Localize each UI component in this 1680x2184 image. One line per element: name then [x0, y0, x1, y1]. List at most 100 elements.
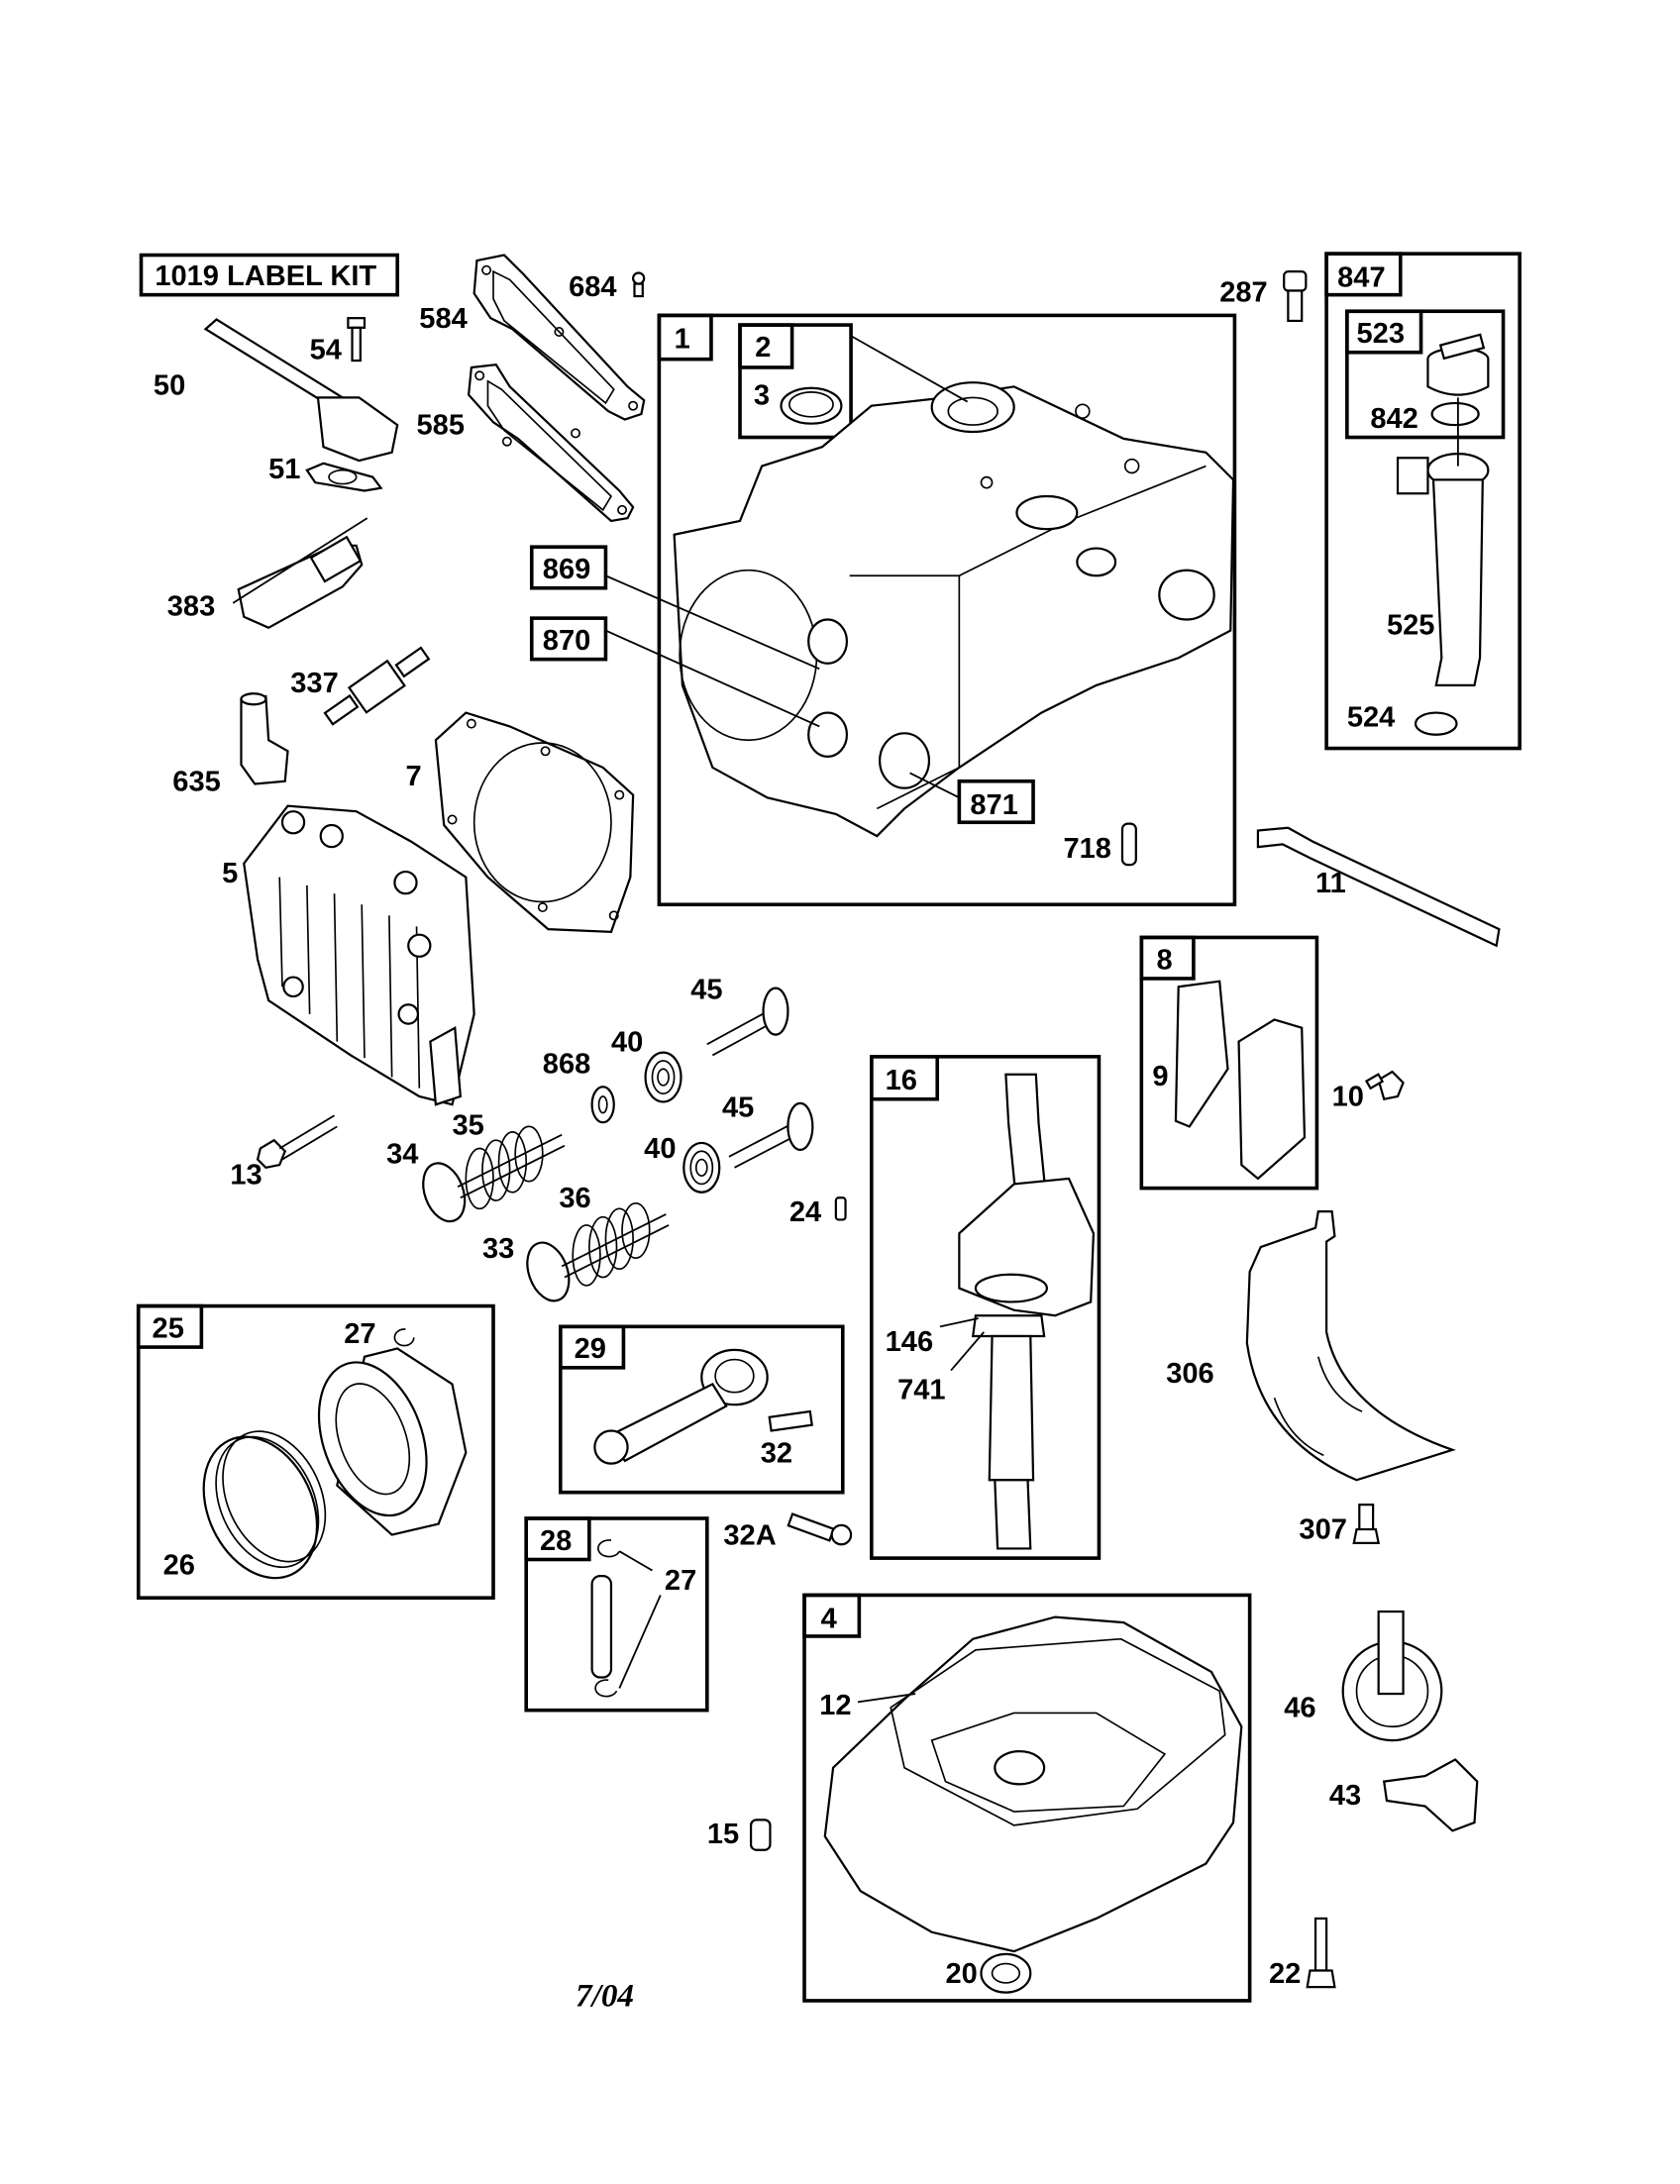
kit-box-16: 16	[870, 1055, 1102, 1560]
part-383	[232, 517, 368, 630]
retainer-40b	[682, 1141, 721, 1194]
callout-11: 11	[1315, 868, 1346, 899]
callout-45b: 45	[722, 1092, 754, 1124]
callout-10: 10	[1332, 1082, 1364, 1113]
o-ring-842	[1430, 401, 1480, 427]
callout-36: 36	[559, 1183, 590, 1214]
bolt-22	[1306, 1917, 1336, 1989]
o-ring-524	[1414, 711, 1458, 736]
callout-34: 34	[386, 1139, 418, 1171]
tube-11	[1256, 826, 1501, 948]
callout-684: 684	[569, 271, 616, 303]
retaining-ring-27a	[393, 1328, 415, 1347]
callout-26: 26	[163, 1550, 195, 1582]
kit-box-523: 523	[1345, 309, 1506, 440]
bearing-871: 871	[909, 772, 1035, 825]
callout-7: 7	[405, 761, 421, 792]
box-869: 869	[529, 545, 820, 671]
governor-43	[1382, 1758, 1479, 1832]
screw-54	[347, 317, 367, 363]
kit-box-847: 847	[1324, 252, 1522, 751]
spark-plug-337	[323, 646, 431, 726]
kit-box-8: 8	[1139, 935, 1319, 1191]
callout-40b: 40	[644, 1133, 676, 1165]
callout-51: 51	[268, 454, 300, 485]
callout-383: 383	[167, 590, 215, 622]
callout-9: 9	[1152, 1061, 1168, 1092]
cylinder-head-5	[243, 804, 475, 1106]
svg-text:16: 16	[886, 1065, 917, 1096]
retainer-40a	[644, 1051, 682, 1103]
callout-35: 35	[453, 1110, 484, 1142]
callout-43: 43	[1329, 1780, 1361, 1812]
callout-635: 635	[172, 766, 220, 797]
spark-plug-boot-635	[240, 692, 289, 785]
oil-seal-20	[980, 1952, 1032, 1994]
seal-868	[590, 1086, 615, 1124]
sump	[823, 1615, 1243, 1953]
svg-text:2: 2	[755, 332, 771, 364]
push-rod-45a	[706, 987, 789, 1057]
callout-842: 842	[1370, 403, 1418, 435]
leader-741	[950, 1331, 985, 1372]
callout-13: 13	[230, 1159, 262, 1191]
leader-2	[850, 335, 969, 403]
date-code: 7/04	[576, 1977, 634, 2014]
callout-5: 5	[222, 858, 238, 889]
push-rod-45b	[728, 1101, 814, 1169]
kit-box-4: 4	[802, 1593, 1252, 2003]
kit-box-1: 1	[657, 313, 1237, 907]
callout-24: 24	[789, 1196, 821, 1228]
label-kit-text: 1019 LABEL KIT	[155, 260, 376, 292]
callout-54: 54	[310, 335, 342, 366]
svg-text:523: 523	[1357, 318, 1405, 350]
callout-584: 584	[419, 303, 467, 335]
callout-306: 306	[1166, 1358, 1213, 1390]
tube-50	[203, 318, 399, 463]
svg-text:4: 4	[821, 1604, 837, 1635]
leader-12	[857, 1693, 916, 1704]
baffle-306	[1245, 1210, 1456, 1482]
screw-684	[632, 271, 646, 298]
box-870: 870	[529, 616, 820, 728]
connecting-rod	[593, 1348, 769, 1465]
callout-50: 50	[154, 370, 185, 402]
piston-rings-26	[202, 1430, 327, 1580]
breather-gasket-584	[472, 254, 646, 421]
rod-bolt-32A	[787, 1512, 853, 1546]
svg-text:25: 25	[153, 1312, 184, 1344]
callout-585: 585	[417, 410, 465, 442]
plug-287	[1283, 270, 1308, 323]
callout-12: 12	[819, 1690, 851, 1721]
callout-146: 146	[886, 1326, 933, 1358]
callout-287: 287	[1219, 277, 1267, 309]
callout-525: 525	[1387, 610, 1434, 642]
kit-box-25: 25	[136, 1303, 495, 1601]
dipstick-tube-525	[1396, 397, 1490, 687]
dipstick-cap-523	[1426, 333, 1490, 396]
head-gasket-7	[434, 711, 635, 934]
svg-text:8: 8	[1157, 944, 1173, 976]
callout-20: 20	[946, 1958, 978, 1990]
breather-cover-585	[467, 364, 635, 523]
callout-32A: 32A	[723, 1519, 776, 1551]
kit-box-28: 28	[524, 1516, 709, 1713]
rod-bolt-32	[768, 1409, 813, 1432]
svg-text:847: 847	[1337, 261, 1385, 293]
callouts: 684 584 585 54 50 51 383 337 635 7 5 13 …	[154, 271, 1434, 1990]
callout-40a: 40	[611, 1026, 643, 1058]
callout-741: 741	[897, 1375, 945, 1406]
leader-146	[939, 1317, 979, 1328]
callout-524: 524	[1347, 701, 1395, 733]
callout-32: 32	[761, 1437, 792, 1469]
bolt-10	[1364, 1070, 1405, 1100]
callout-3: 3	[754, 379, 770, 411]
svg-text:1: 1	[675, 324, 690, 356]
svg-text:28: 28	[540, 1525, 572, 1557]
callout-337: 337	[290, 668, 338, 699]
pin-24	[834, 1196, 847, 1221]
callout-46: 46	[1284, 1693, 1315, 1724]
screw-307	[1352, 1504, 1381, 1544]
head-bolt-13	[256, 1114, 338, 1170]
